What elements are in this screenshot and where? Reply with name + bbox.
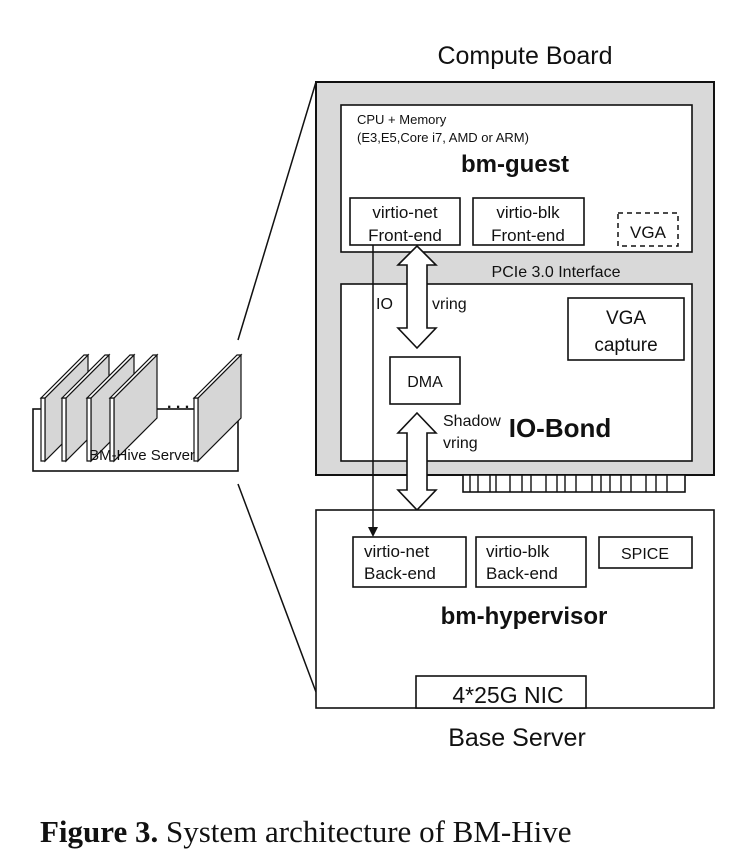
svg-text:Back-end: Back-end (364, 564, 436, 583)
zoom-line-bottom (237, 483, 317, 693)
svg-text:capture: capture (594, 335, 657, 356)
figure-number: Figure 3. (40, 814, 158, 849)
io-bond-title: IO-Bond (509, 413, 612, 443)
compute-card-4 (108, 353, 159, 463)
base-server-title: Base Server (448, 724, 586, 752)
cpu-types-label: (E3,E5,Core i7, AMD or ARM) (357, 130, 529, 145)
svg-text:virtio-blk: virtio-blk (486, 542, 550, 561)
ellipsis: . . . (167, 395, 189, 412)
svg-text:VGA: VGA (606, 308, 646, 329)
zoom-line-top (237, 81, 317, 341)
bm-guest-title: bm-guest (461, 151, 569, 178)
shadow-vring-label-1: Shadow (443, 413, 501, 430)
svg-text:SPICE: SPICE (621, 546, 669, 563)
virtio-blk-frontend: virtio-blk Front-end (472, 197, 585, 246)
io-label: IO (376, 296, 393, 313)
svg-text:virtio-blk: virtio-blk (496, 203, 560, 222)
vga-capture: VGA capture (567, 297, 685, 361)
vring-double-arrow (396, 244, 438, 350)
dma-engine: DMA (389, 356, 461, 405)
compute-card-5 (192, 353, 243, 463)
vring-label: vring (432, 296, 467, 313)
base-server-panel: virtio-net Back-end virtio-blk Back-end … (315, 509, 715, 709)
pcie-interface-label: PCIe 3.0 Interface (492, 264, 621, 281)
cpu-memory-label: CPU + Memory (357, 112, 447, 127)
virtio-net-backend: virtio-net Back-end (352, 536, 467, 588)
figure-caption-text: System architecture of BM-Hive (158, 814, 571, 849)
svg-text:Front-end: Front-end (368, 226, 442, 245)
virtio-blk-backend: virtio-blk Back-end (475, 536, 587, 588)
io-path-arrow (368, 245, 378, 537)
svg-text:virtio-net: virtio-net (364, 542, 429, 561)
figure-caption: Figure 3. System architecture of BM-Hive (40, 814, 571, 849)
svg-text:virtio-net: virtio-net (372, 203, 437, 222)
svg-text:Front-end: Front-end (491, 226, 565, 245)
vga-device: VGA (617, 212, 679, 247)
compute-board-title: Compute Board (437, 42, 612, 70)
nic: 4*25G NIC (415, 675, 587, 709)
bm-hive-server: . . . BM-Hive Server (32, 353, 243, 472)
io-bond-panel: IO vring DMA VGA capture Shadow vring IO… (340, 283, 693, 462)
bm-guest-panel: CPU + Memory (E3,E5,Core i7, AMD or ARM)… (340, 104, 693, 253)
svg-text:DMA: DMA (407, 374, 443, 391)
svg-text:Back-end: Back-end (486, 564, 558, 583)
shadow-vring-label-2: vring (443, 435, 478, 452)
bm-hypervisor-title: bm-hypervisor (441, 603, 608, 630)
spice-server: SPICE (598, 536, 693, 569)
svg-text:4*25G NIC: 4*25G NIC (452, 682, 563, 708)
virtio-net-frontend: virtio-net Front-end (349, 197, 461, 246)
pcie-connector (462, 474, 686, 493)
svg-text:VGA: VGA (630, 223, 667, 242)
bm-hive-server-label: BM-Hive Server (89, 447, 195, 464)
